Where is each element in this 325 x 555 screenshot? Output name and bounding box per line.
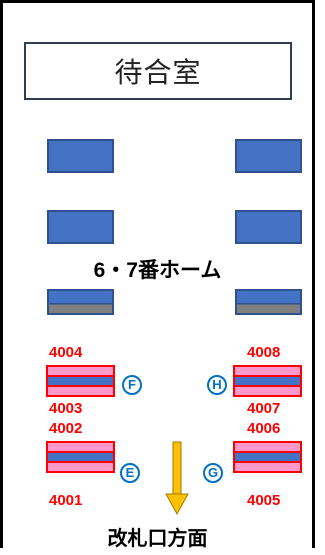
bench-left-3	[47, 289, 114, 315]
waiting-room: 待合室	[24, 42, 292, 100]
waiting-room-label: 待合室	[114, 56, 202, 89]
stop-number-4001: 4001	[49, 492, 83, 509]
bench-right-2	[235, 210, 302, 244]
stop-letter-f: F	[122, 375, 142, 395]
map-frame	[0, 0, 315, 548]
stop-number-4006: 4006	[247, 420, 281, 437]
bus-stop-left-lower	[46, 441, 115, 473]
stop-letter-e: E	[120, 463, 140, 483]
stop-number-4003: 4003	[49, 400, 83, 417]
bench-right-3	[235, 289, 302, 315]
stop-number-4008: 4008	[247, 344, 281, 361]
down-arrow-icon	[165, 441, 189, 516]
stop-number-4004: 4004	[49, 344, 83, 361]
bench-right-1	[235, 139, 302, 173]
bench-left-1	[47, 139, 114, 173]
stop-number-4002: 4002	[49, 420, 83, 437]
exit-direction-label: 改札口方面	[107, 528, 208, 550]
stop-letter-h: H	[207, 375, 227, 395]
stop-number-4007: 4007	[247, 400, 281, 417]
bus-stop-right-upper	[233, 365, 302, 397]
stop-letter-g: G	[203, 463, 223, 483]
bus-stop-right-lower	[233, 441, 302, 473]
bench-left-2	[47, 210, 114, 244]
bus-stop-left-upper	[46, 365, 115, 397]
platform-title: 6・7番ホーム	[93, 259, 222, 282]
stop-number-4005: 4005	[247, 492, 281, 509]
